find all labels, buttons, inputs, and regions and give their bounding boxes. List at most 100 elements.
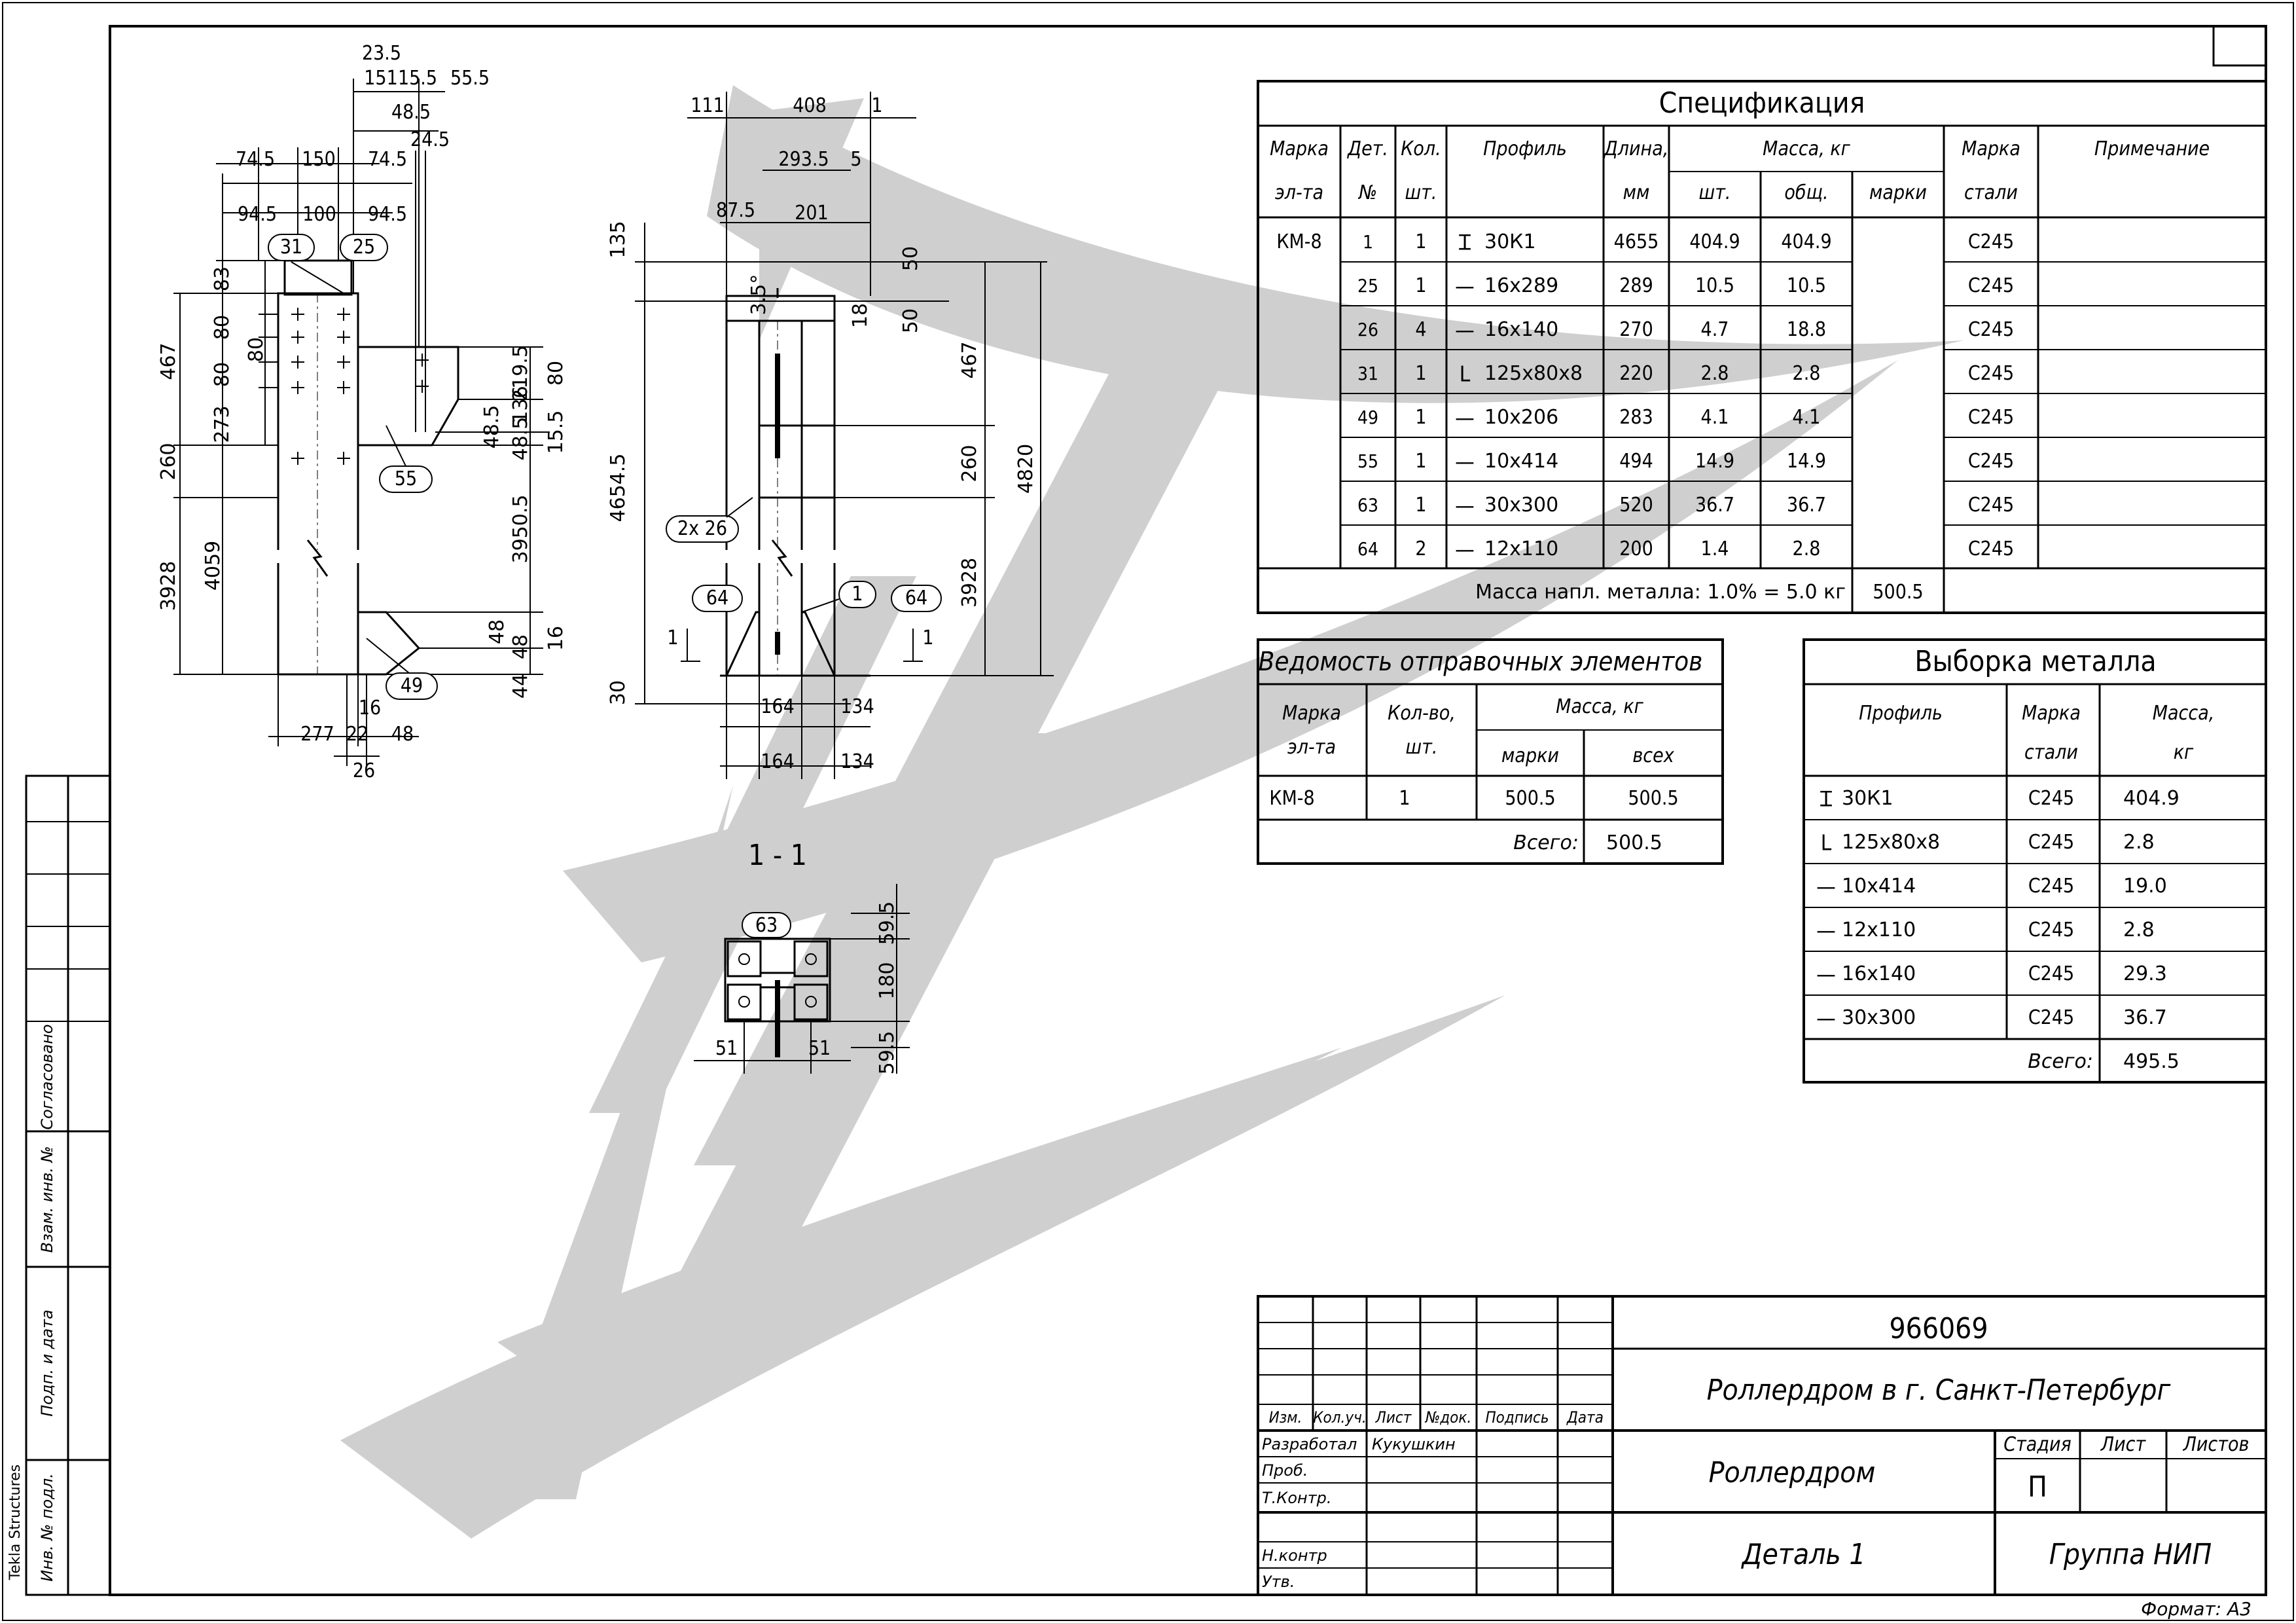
spec-row-length: 494 xyxy=(1619,450,1653,473)
dim: 260 xyxy=(157,443,180,481)
dim: 134 xyxy=(840,750,874,773)
tb-col-0: Изм. xyxy=(1268,1408,1302,1427)
spec-row-mass-pc: 4.7 xyxy=(1700,318,1729,341)
left-callout-bubbles xyxy=(268,234,438,700)
spec-row-sym: — xyxy=(1455,492,1475,519)
dim: 44 xyxy=(509,673,532,699)
spec-title: Спецификация xyxy=(1659,86,1865,120)
spec-row-length: 200 xyxy=(1619,538,1653,560)
tb-org: Группа НИП xyxy=(2049,1538,2212,1571)
dim: 50 xyxy=(899,246,922,272)
metal-total-label: Всего: xyxy=(2028,1050,2093,1073)
callout-1: 1 xyxy=(852,583,863,606)
spec-row-steel: С245 xyxy=(1967,450,2015,473)
spec-row-det: 49 xyxy=(1357,407,1379,428)
spec-h-profile: Профиль xyxy=(1483,137,1567,160)
shipping-mark: КМ-8 xyxy=(1269,787,1315,810)
tb-sheet-name: Деталь 1 xyxy=(1742,1538,1866,1571)
callout-64-left: 64 xyxy=(706,587,729,610)
dim: 150 xyxy=(302,148,336,171)
dim: 59.5 xyxy=(876,1030,899,1075)
spec-row-mass-total: 2.8 xyxy=(1792,538,1821,560)
spec-row-mass-total: 18.8 xyxy=(1786,318,1827,341)
metal-title: Выборка металла xyxy=(1914,645,2157,678)
tb-col-4: Подпись xyxy=(1485,1408,1549,1427)
tb-sheets-label: Листов xyxy=(2183,1433,2250,1456)
dim: 48 xyxy=(509,634,532,660)
dim: 15.5 xyxy=(397,67,438,90)
metal-row-profile: 30К1 xyxy=(1842,787,1893,810)
section-dimension-lines xyxy=(694,884,910,1074)
tb-role-1: Проб. xyxy=(1262,1461,1308,1480)
spec-row-sym: — xyxy=(1455,405,1475,431)
spec-row-profile: 10x414 xyxy=(1484,450,1559,473)
shipping-table-lines xyxy=(1257,638,1724,865)
dim: 80 xyxy=(545,360,567,386)
dim: 74.5 xyxy=(235,148,276,171)
dim: 51 xyxy=(808,1037,831,1060)
spec-row-qty: 1 xyxy=(1415,362,1427,385)
column-front-bolts xyxy=(291,308,429,465)
dim: 48 xyxy=(486,619,509,645)
spec-row-profile: 30x300 xyxy=(1484,494,1559,517)
spec-h-length1: Длина, xyxy=(1604,137,1669,160)
dim: 80 xyxy=(211,314,234,340)
spec-row-det: 55 xyxy=(1357,450,1379,472)
tb-col-3: №док. xyxy=(1425,1408,1472,1427)
spec-row-profile: 16x140 xyxy=(1484,318,1559,341)
side-sign-date: Подп. и дата xyxy=(38,1309,56,1417)
tb-object: Роллердром xyxy=(1708,1456,1876,1489)
spec-weld-label: Масса напл. металла: 1.0% = 5.0 кг xyxy=(1475,581,1846,604)
dim: 48.5 xyxy=(391,101,431,124)
spec-row-mass-total: 36.7 xyxy=(1786,494,1827,517)
callout-31: 31 xyxy=(279,236,303,259)
dim: 5 xyxy=(850,148,862,171)
tb-col-2: Лист xyxy=(1375,1408,1412,1427)
spec-row-length: 270 xyxy=(1619,318,1653,341)
metal-row-sym: — xyxy=(1816,873,1836,900)
spec-row-profile: 16x289 xyxy=(1484,274,1559,297)
metal-row-sym: L xyxy=(1820,830,1832,856)
spec-row-sym: Ɪ xyxy=(1458,229,1471,255)
spec-row-qty: 1 xyxy=(1415,406,1427,429)
mid-callout-bubbles xyxy=(666,497,942,613)
callout-49: 49 xyxy=(400,674,423,697)
spec-h-mark1: Марка xyxy=(1270,137,1329,160)
spec-h-qty2: шт. xyxy=(1405,181,1437,204)
spec-h-mass-total: общ. xyxy=(1784,181,1829,204)
dim: 74.5 xyxy=(367,148,408,171)
spec-row-mass-total: 10.5 xyxy=(1786,274,1827,297)
spec-row-det: 64 xyxy=(1357,538,1379,560)
spec-row-qty: 1 xyxy=(1415,494,1427,517)
spec-row-det: 26 xyxy=(1357,319,1379,340)
spec-h-steel2: стали xyxy=(1964,181,2018,204)
dim: 48.5 xyxy=(509,416,532,461)
metal-row-steel: С245 xyxy=(2028,831,2075,854)
spec-h-qty1: Кол. xyxy=(1401,137,1441,160)
spec-row-length: 283 xyxy=(1619,406,1653,429)
dim: 24.5 xyxy=(410,128,450,151)
shipping-title: Ведомость отправочных элементов xyxy=(1258,647,1703,677)
dim: 260 xyxy=(958,445,981,483)
spec-row-steel: С245 xyxy=(1967,538,2015,560)
section-mark-left: 1 xyxy=(667,627,679,649)
dim: 134 xyxy=(840,695,874,718)
dim: 48 xyxy=(391,723,414,746)
tb-role-0: Разработал xyxy=(1262,1435,1357,1453)
spec-row-steel: С245 xyxy=(1967,362,2015,385)
side-software: Tekla Structures xyxy=(7,1464,24,1580)
spec-row-sym: — xyxy=(1455,273,1475,299)
dim: 18 xyxy=(849,302,872,329)
dim: 293.5 xyxy=(778,148,829,171)
dim: 3928 xyxy=(958,557,981,608)
spec-h-note: Примечание xyxy=(2094,137,2210,160)
side-inv-swap: Взам. инв. № xyxy=(38,1146,56,1253)
spec-row-det: 63 xyxy=(1357,494,1379,516)
metal-row-steel: С245 xyxy=(2028,787,2075,810)
shipping-h-one: марки xyxy=(1501,744,1559,767)
dim: 94.5 xyxy=(367,203,408,226)
metal-h-steel2: стали xyxy=(2024,741,2078,764)
spec-row-qty: 1 xyxy=(1415,450,1427,473)
dim: 3928 xyxy=(157,560,180,611)
metal-row-sym: — xyxy=(1816,1005,1836,1031)
